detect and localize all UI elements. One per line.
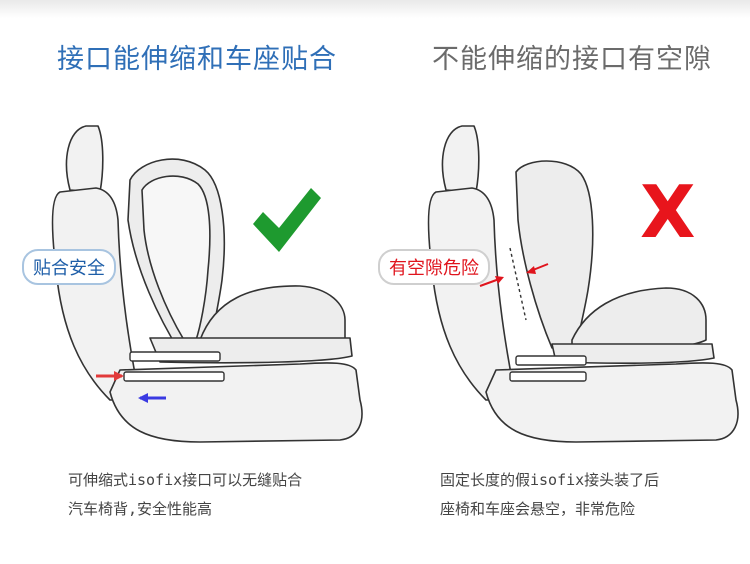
child-seat-back	[515, 160, 594, 349]
child-seat-inner	[141, 175, 211, 341]
child-seat-cushion	[571, 287, 707, 353]
top-shadow-bar	[0, 0, 750, 18]
left-caption-line1: 可伸缩式isofix接口可以无缝贴合	[68, 471, 303, 489]
right-heading: 不能伸缩的接口有空隙	[432, 44, 712, 75]
isofix-upper	[129, 351, 221, 362]
gap-danger-badge: 有空隙危险	[378, 249, 490, 285]
car-seat-cushion	[109, 362, 363, 443]
car-seatback	[427, 187, 517, 401]
isofix-upper	[515, 355, 587, 366]
gap-dashed-line	[509, 247, 527, 321]
cross-icon: X	[640, 170, 696, 254]
right-caption: 固定长度的假isofix接头装了后 座椅和车座会悬空，非常危险	[440, 466, 750, 524]
left-car-seat-illustration	[51, 125, 363, 443]
car-seat-cushion	[485, 362, 739, 443]
right-caption-line2: 座椅和车座会悬空，非常危险	[440, 500, 636, 518]
car-headrest	[65, 125, 104, 193]
left-heading: 接口能伸缩和车座贴合	[57, 44, 337, 75]
check-icon	[253, 188, 321, 252]
left-caption: 可伸缩式isofix接口可以无缝贴合 汽车椅背,安全性能高	[68, 466, 388, 524]
fit-safe-badge: 贴合安全	[22, 249, 116, 285]
car-seatback	[51, 187, 141, 401]
left-caption-line2: 汽车椅背,安全性能高	[68, 500, 213, 518]
right-car-seat-illustration	[427, 125, 739, 443]
isofix-lower	[123, 371, 225, 382]
right-caption-line1: 固定长度的假isofix接头装了后	[440, 471, 660, 489]
isofix-lower	[509, 371, 587, 382]
car-headrest	[441, 125, 480, 193]
